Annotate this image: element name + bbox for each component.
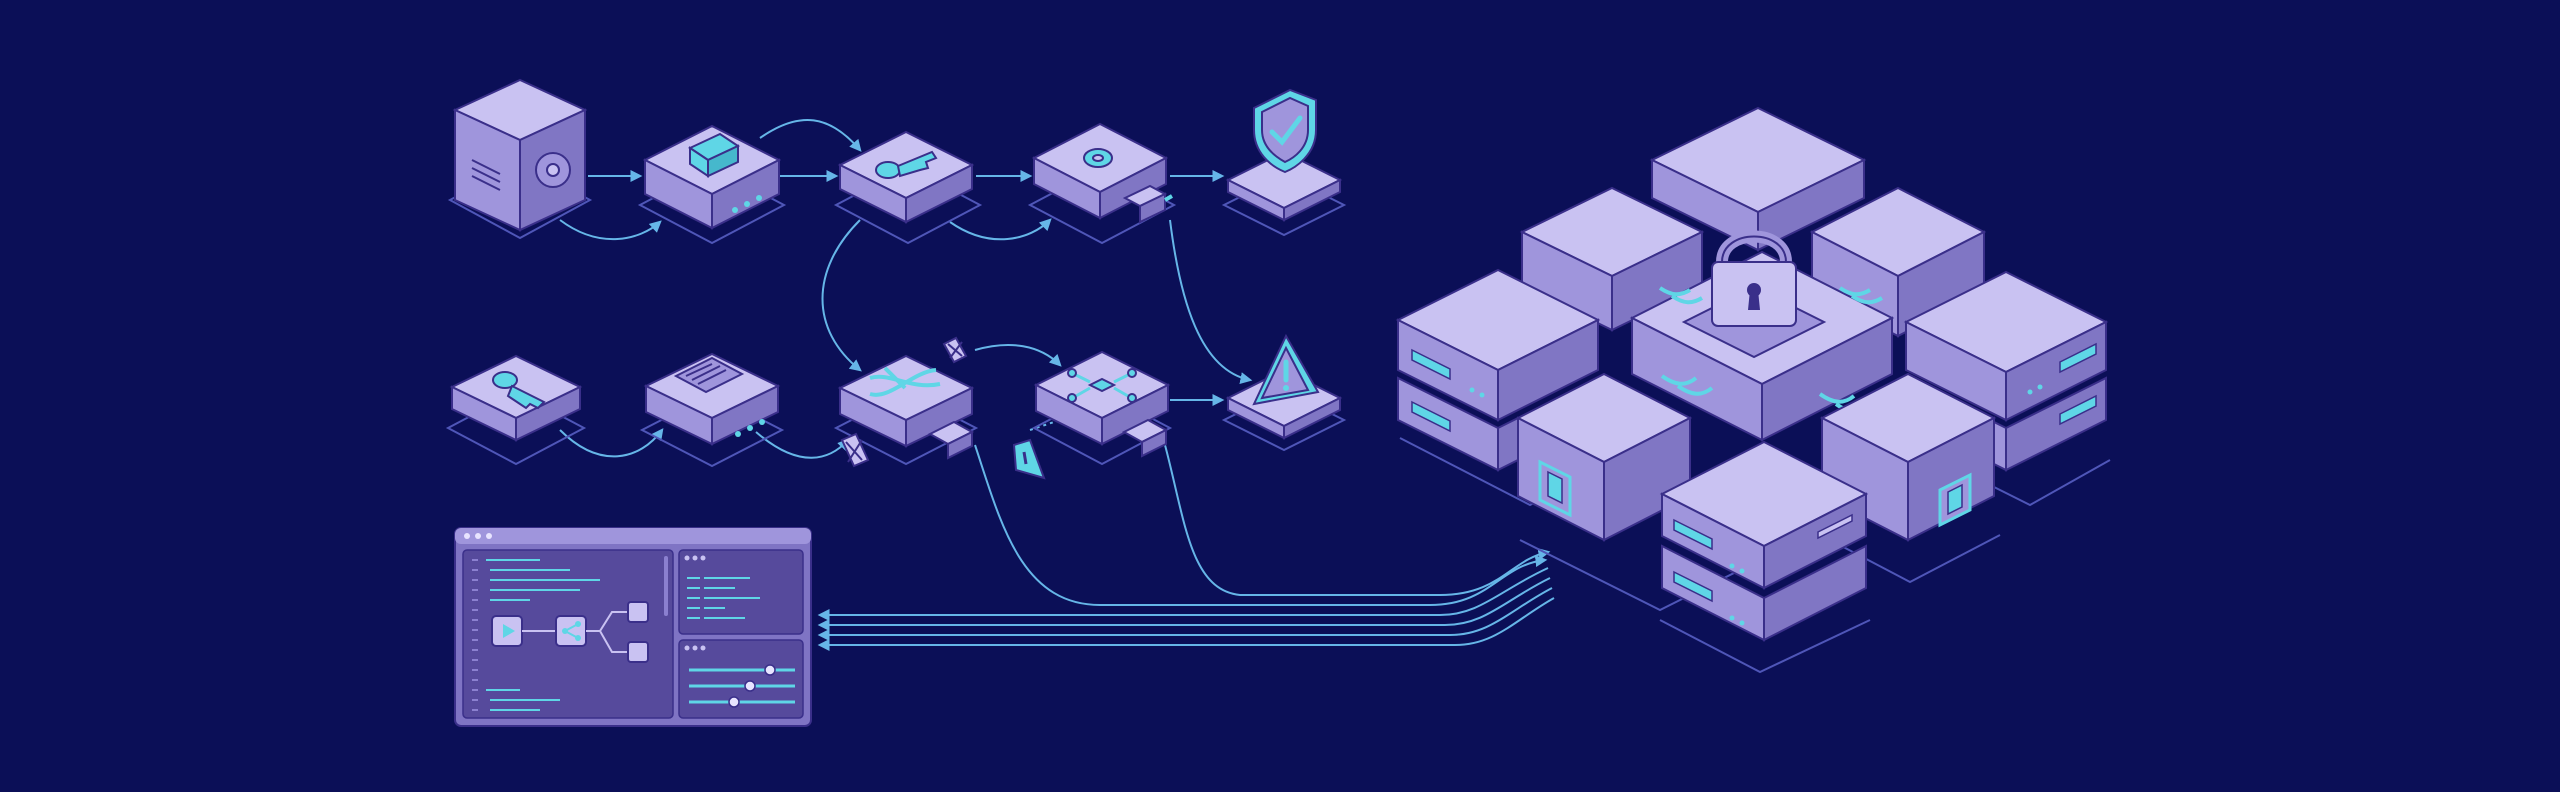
encrypted-file-node bbox=[637, 124, 787, 245]
server-block-back bbox=[1649, 106, 1867, 252]
security-shield-node bbox=[1221, 88, 1347, 237]
play-icon bbox=[491, 615, 523, 647]
vault-icon bbox=[471, 152, 571, 191]
slider bbox=[689, 664, 795, 676]
code-lines bbox=[486, 559, 600, 711]
console-link-4 bbox=[817, 597, 1555, 651]
connector-gear-to-warning bbox=[1169, 219, 1253, 384]
network-hub-icon bbox=[1067, 368, 1137, 403]
key-icon bbox=[492, 371, 546, 410]
connector-hub-to-cluster bbox=[1164, 444, 1551, 596]
router-node bbox=[833, 336, 979, 468]
connector-router-to-hub-top bbox=[974, 344, 1062, 367]
server-block-lower-left bbox=[1515, 372, 1693, 542]
failed-link-icon-top bbox=[942, 336, 968, 364]
connector-vault-to-file-bottom bbox=[559, 219, 662, 241]
slider bbox=[689, 680, 795, 692]
console-link-2 bbox=[817, 577, 1551, 631]
key-icon bbox=[875, 150, 938, 179]
chip-icon bbox=[1938, 472, 1972, 528]
document-node bbox=[639, 352, 785, 468]
hub-node bbox=[1012, 350, 1173, 480]
console-link-3 bbox=[817, 587, 1553, 641]
alert-triangle-icon-small bbox=[1012, 438, 1046, 480]
key-node bbox=[833, 130, 983, 245]
shuffle-arrows-icon bbox=[869, 366, 941, 397]
window-dot bbox=[464, 533, 470, 539]
connector-router-to-cluster bbox=[974, 444, 1548, 606]
settings-node bbox=[1027, 122, 1177, 245]
padlock-icon bbox=[1711, 230, 1797, 327]
gear-icon bbox=[1083, 148, 1113, 168]
warning-node bbox=[1221, 333, 1347, 452]
console-link-1 bbox=[817, 567, 1549, 621]
locked-document-icon bbox=[687, 132, 741, 178]
shield-check-icon bbox=[1253, 88, 1317, 174]
connector-key-to-router bbox=[821, 219, 862, 372]
console-window bbox=[454, 527, 812, 727]
key-node-2 bbox=[445, 354, 587, 466]
log-pane bbox=[678, 549, 804, 635]
scrollbar bbox=[664, 556, 668, 616]
connectors bbox=[559, 118, 1555, 651]
warning-triangle-icon bbox=[1252, 333, 1320, 406]
server-block-lower-right bbox=[1819, 372, 1997, 542]
document-icon bbox=[673, 356, 745, 394]
line-gutter bbox=[472, 559, 478, 711]
connector-key-to-gear-bottom bbox=[949, 218, 1052, 241]
controls-pane bbox=[678, 639, 804, 719]
slider bbox=[689, 696, 795, 708]
share-icon bbox=[555, 615, 587, 647]
chip-icon bbox=[1538, 459, 1572, 518]
window-dot bbox=[486, 533, 492, 539]
vault-node bbox=[447, 78, 593, 240]
connector-file-to-key-top bbox=[759, 118, 862, 152]
window-dot bbox=[475, 533, 481, 539]
connector-doc-to-router bbox=[755, 431, 850, 459]
server-block-front bbox=[1659, 440, 1869, 642]
connector-key2-to-doc bbox=[559, 428, 664, 458]
server-cluster bbox=[1395, 106, 2111, 674]
connector-hub-dotted bbox=[1029, 419, 1061, 431]
central-lock-block bbox=[1629, 230, 1895, 442]
server-block-upper-left bbox=[1519, 186, 1705, 332]
code-editor-pane bbox=[462, 549, 674, 719]
failed-link-icon-bottom bbox=[840, 432, 870, 468]
